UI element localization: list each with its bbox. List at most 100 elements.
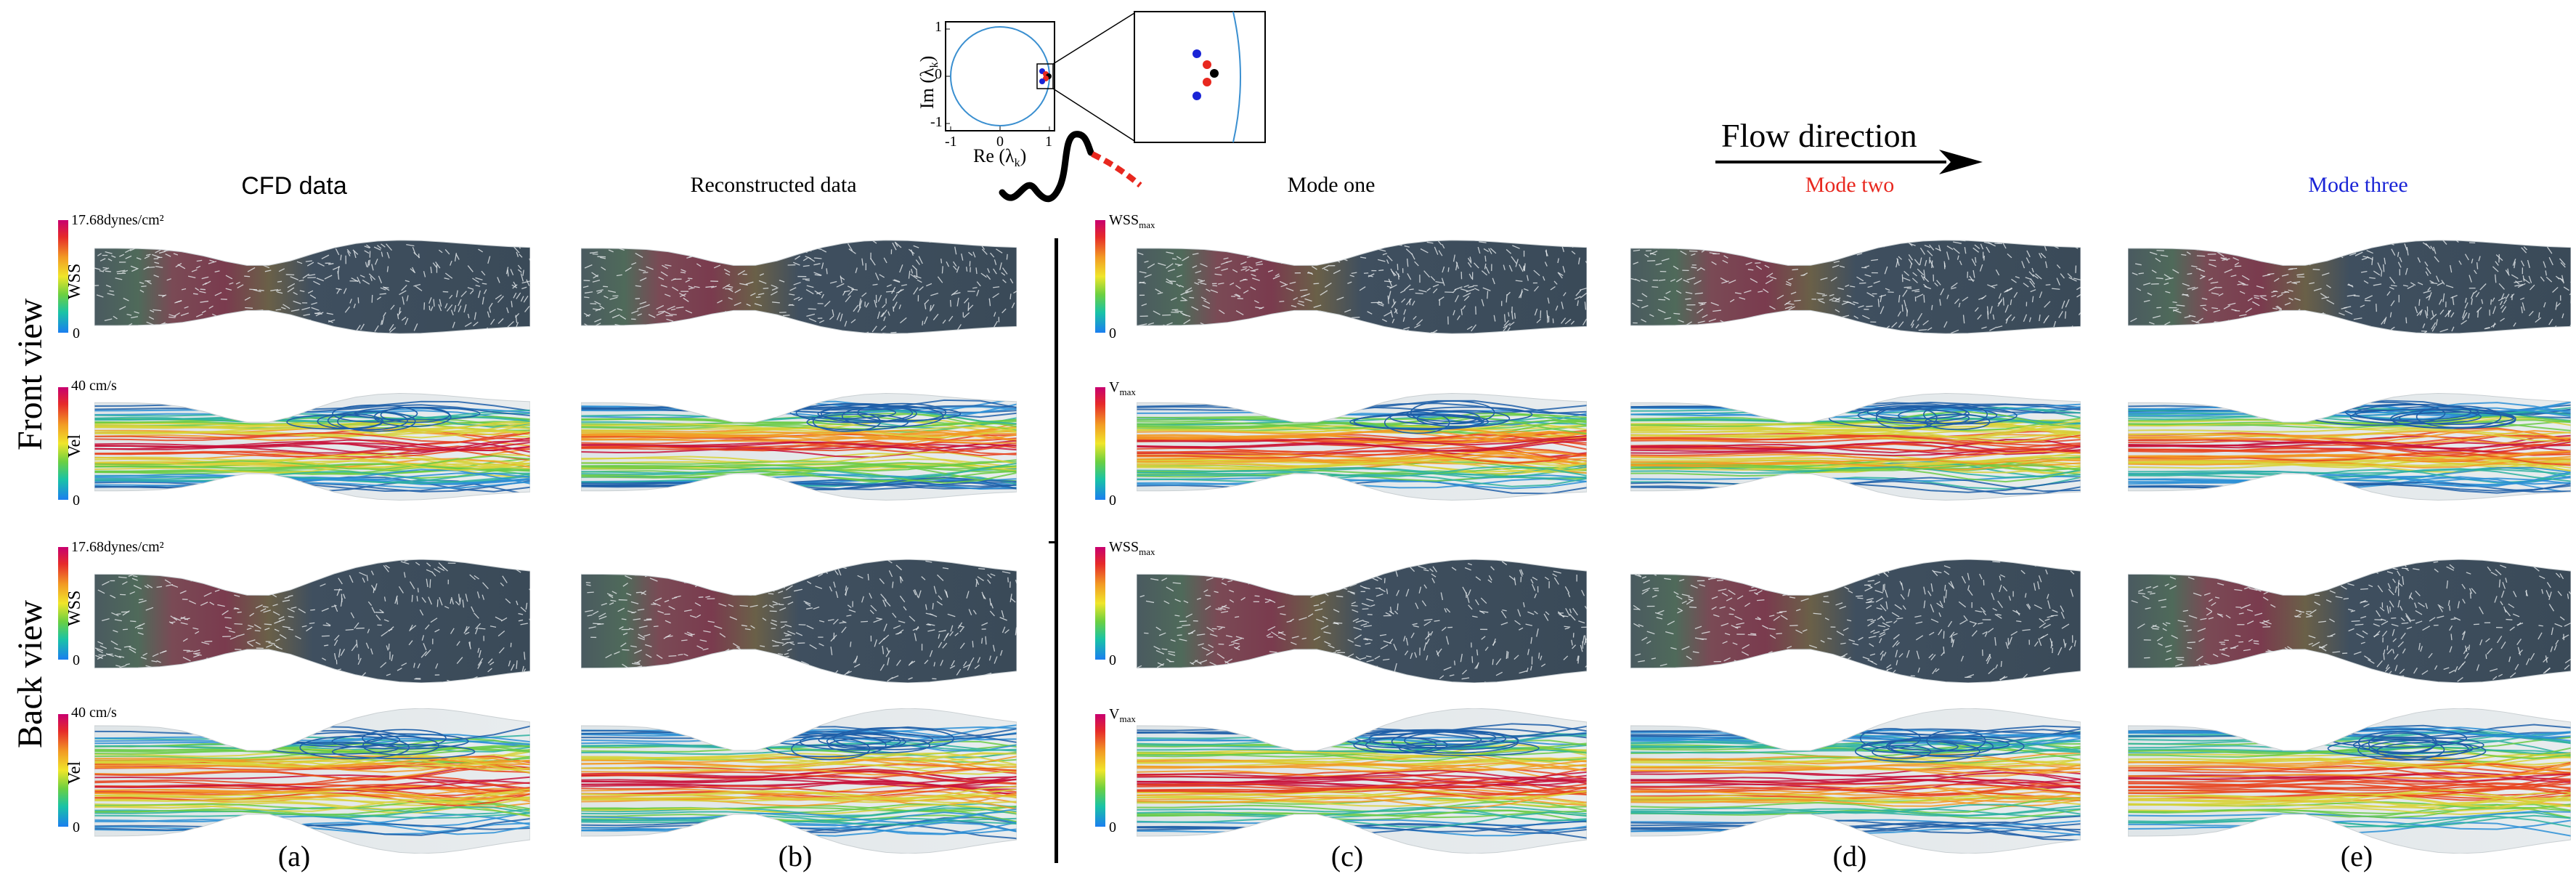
inset-ylabel-close: ) xyxy=(917,55,938,62)
inset-xtick-0: 0 xyxy=(996,134,1004,150)
colorbar-vel-back-a-max: 40 cm/s xyxy=(71,705,117,721)
inset-ylabel-sub: k xyxy=(928,62,941,68)
vessel-vel-front-a xyxy=(94,393,530,501)
colorbar-wss-front-a xyxy=(58,220,68,333)
zoom-eig-blue-2 xyxy=(1192,92,1201,100)
colorbar-vel-front-c xyxy=(1095,387,1105,500)
vessel-vel-front-b xyxy=(581,393,1017,501)
vessel-wss-front-d xyxy=(1630,240,2081,334)
inset-ytick-neg1: -1 xyxy=(930,114,943,130)
inflow-waveform xyxy=(999,131,1142,203)
vessel-wss-back-a xyxy=(94,559,530,683)
inset-xlabel-close: ) xyxy=(1020,145,1027,166)
vessel-wss-front-b xyxy=(581,240,1017,334)
colorbar-wss-front-a-min: 0 xyxy=(73,325,80,341)
column-title-reconstructed: Reconstructed data xyxy=(690,173,857,197)
front-view-label: Front view xyxy=(11,298,49,450)
vessel-wss-front-e xyxy=(2128,240,2571,334)
colorbar-vel-front-a-name: Vel xyxy=(65,434,84,458)
vessel-wss-back-d xyxy=(1630,559,2081,683)
zoom-eig-red-1 xyxy=(1203,60,1211,69)
inset-xlabel-sub: k xyxy=(1014,157,1020,170)
vessel-vel-front-e xyxy=(2128,393,2571,501)
inset-xlabel: Re (λk) xyxy=(973,145,1026,170)
vessel-wss-back-c xyxy=(1137,559,1587,683)
flow-direction-arrow xyxy=(1715,150,1983,174)
divider-tick xyxy=(1049,541,1056,543)
panel-label-c: (c) xyxy=(1330,840,1364,872)
vessel-body xyxy=(581,240,1017,334)
vessel-body xyxy=(581,559,1017,683)
colorbar-wss-back-a-max: 17.68dynes/cm² xyxy=(71,539,164,555)
vessel-vel-back-c xyxy=(1137,708,1587,854)
inset-ylabel: Im (λk) xyxy=(917,56,941,109)
colorbar-vel-back-a xyxy=(58,714,68,827)
colorbar-vel-back-c-min: 0 xyxy=(1109,819,1116,835)
central-divider xyxy=(1055,238,1058,863)
vel-max-text-2: V xyxy=(1109,706,1120,722)
colorbar-wss-front-a-name: WSS xyxy=(65,263,84,299)
vessel-body xyxy=(94,240,530,334)
colorbar-wss-back-c-max: WSSmax xyxy=(1109,539,1155,558)
eigenvalue-zoom-box xyxy=(1053,11,1266,143)
inset-eig-blue-2 xyxy=(1039,78,1045,84)
wss-max-sub-1: max xyxy=(1139,219,1155,230)
panel-label-b: (b) xyxy=(778,840,813,872)
inset-ylabel-text: Im (λ xyxy=(917,68,938,109)
vessel-vel-back-d xyxy=(1630,708,2081,854)
vel-max-text-1: V xyxy=(1109,379,1120,395)
colorbar-vel-front-a-max: 40 cm/s xyxy=(71,378,117,394)
vessel-wss-back-b xyxy=(581,559,1017,683)
colorbar-wss-back-a-name: WSS xyxy=(65,590,84,626)
zoom-eig-blue-1 xyxy=(1192,49,1201,58)
column-title-mode-three: Mode three xyxy=(2308,173,2408,197)
colorbar-vel-back-a-name: Vel xyxy=(65,761,84,785)
column-title-cfd: CFD data xyxy=(241,172,347,200)
wss-max-text-2: WSS xyxy=(1109,539,1139,555)
inset-xtick-neg1: -1 xyxy=(945,134,957,150)
colorbar-vel-front-c-max: Vmax xyxy=(1109,379,1136,398)
vessel-wss-front-c xyxy=(1137,240,1587,334)
inset-ytick-0: 0 xyxy=(935,66,942,82)
colorbar-vel-back-c xyxy=(1095,714,1105,827)
colorbar-vel-front-a xyxy=(58,387,68,500)
vessel-body xyxy=(2128,240,2571,334)
column-title-mode-two: Mode two xyxy=(1805,173,1895,197)
vessel-vel-front-c xyxy=(1137,393,1587,501)
colorbar-wss-back-a xyxy=(58,547,68,660)
vel-max-sub-1: max xyxy=(1119,386,1136,397)
panel-label-a: (a) xyxy=(277,840,311,872)
wss-max-text-1: WSS xyxy=(1109,212,1139,228)
vessel-body xyxy=(2128,559,2571,683)
inset-ytick-1: 1 xyxy=(935,19,942,35)
vessel-vel-back-e xyxy=(2128,708,2571,854)
colorbar-wss-front-c-max: WSSmax xyxy=(1109,212,1155,231)
colorbar-wss-front-c-min: 0 xyxy=(1109,325,1116,341)
back-view-label: Back view xyxy=(11,600,49,748)
colorbar-vel-front-c-min: 0 xyxy=(1109,493,1116,509)
vel-max-sub-2: max xyxy=(1119,713,1136,724)
column-title-mode-one: Mode one xyxy=(1287,173,1376,197)
vessel-body xyxy=(1630,240,2081,334)
colorbar-wss-back-c xyxy=(1095,547,1105,660)
colorbar-vel-front-a-min: 0 xyxy=(73,493,80,509)
vessel-vel-front-d xyxy=(1630,393,2081,501)
wss-max-sub-2: max xyxy=(1139,546,1155,557)
eigenvalue-inset-plot xyxy=(945,21,1055,131)
zoom-eig-red-2 xyxy=(1203,78,1211,86)
vessel-body xyxy=(1630,559,2081,683)
colorbar-wss-front-c xyxy=(1095,220,1105,333)
inset-xtick-1: 1 xyxy=(1045,134,1052,150)
panel-label-d: (d) xyxy=(1832,840,1867,872)
colorbar-vel-back-a-min: 0 xyxy=(73,819,80,835)
vessel-vel-back-b xyxy=(581,708,1017,854)
panel-label-e: (e) xyxy=(2340,840,2373,872)
vessel-vel-back-a xyxy=(94,708,530,854)
colorbar-vel-back-c-max: Vmax xyxy=(1109,706,1136,725)
colorbar-wss-front-a-max: 17.68dynes/cm² xyxy=(71,212,164,228)
colorbar-wss-back-a-min: 0 xyxy=(73,652,80,668)
vessel-body xyxy=(94,559,530,683)
zoom-eig-black xyxy=(1210,69,1219,78)
flow-direction-label: Flow direction xyxy=(1721,117,1917,154)
vessel-wss-front-a xyxy=(94,240,530,334)
